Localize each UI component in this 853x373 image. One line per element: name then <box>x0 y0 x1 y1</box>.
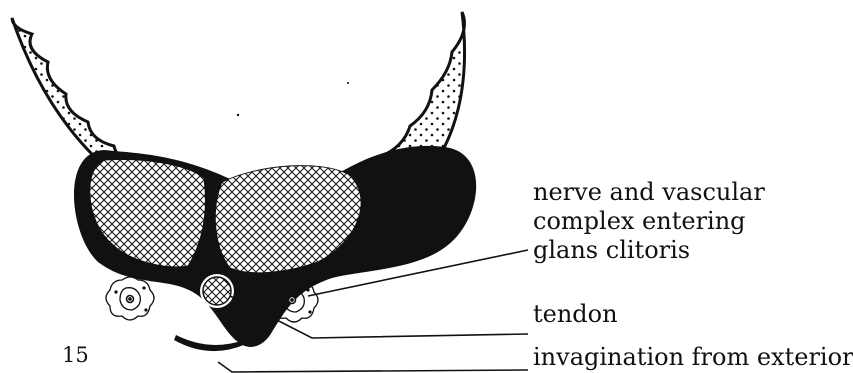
clitoral-body <box>74 146 476 347</box>
nerve-vascular-label: nerve and vascular complex entering glan… <box>533 178 765 265</box>
nerve-vascular-bundle-left <box>106 277 154 320</box>
leader-invagination <box>218 362 528 372</box>
nerve-label-line1: nerve and vascular <box>533 178 765 207</box>
tendon-label: tendon <box>533 300 618 328</box>
nerve-label-line2: complex entering <box>533 207 765 236</box>
invagination-label: invagination from exterior <box>533 343 853 371</box>
figure-number: 15 <box>62 343 89 367</box>
nerve-label-line3: glans clitoris <box>533 236 765 265</box>
